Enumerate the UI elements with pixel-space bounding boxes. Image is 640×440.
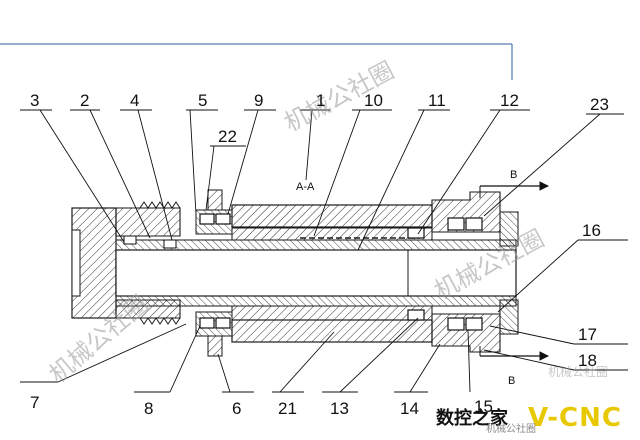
part-number: 5: [198, 91, 207, 110]
part-number: 12: [500, 91, 519, 110]
part-number: 3: [30, 91, 39, 110]
spindle-shaft: [115, 227, 517, 321]
part-number: 22: [218, 127, 237, 146]
view-b-label-top: B: [510, 169, 517, 181]
part-number: 21: [278, 399, 297, 418]
bearings: [123, 213, 483, 331]
leader-lines: [20, 109, 628, 393]
footer-logo: 数控之家 V-CNC 机械公社圈: [436, 403, 622, 435]
logo-caption: 机械公社圈: [486, 422, 536, 435]
part-number: 4: [130, 91, 139, 110]
part-number: 8: [144, 399, 153, 418]
part-number: 2: [80, 91, 89, 110]
part-numbers-bottom: 7 8 6 21 13 14 15: [30, 393, 493, 418]
part-number: 9: [254, 91, 263, 110]
view-b-label-bottom: B: [508, 375, 515, 387]
part-number: 13: [330, 399, 349, 418]
logo-right-text: V-CNC: [528, 403, 622, 433]
part-number: 6: [232, 399, 241, 418]
part-number: 1: [316, 91, 325, 110]
part-number: 16: [582, 221, 601, 240]
part-numbers-right: 16 17 18: [578, 221, 601, 370]
section-label: A-A: [296, 181, 315, 193]
view-b-top: B: [479, 169, 549, 198]
part-number: 10: [364, 91, 383, 110]
part-number: 18: [578, 351, 597, 370]
part-number: 11: [428, 91, 446, 110]
part-number: 15: [474, 397, 493, 416]
watermark-4: 机械公社圈: [548, 364, 608, 379]
logo-left-text: 数控之家: [436, 407, 509, 429]
part-number: 7: [30, 393, 39, 412]
view-b-bottom: B: [479, 346, 549, 387]
part-numbers-top: 3 2 4 5 9 22 1 10 11 12 23: [30, 91, 609, 146]
part-number: 23: [590, 95, 609, 114]
part-number: 17: [578, 325, 597, 344]
drawing-frame: [0, 43, 513, 80]
part-number: 14: [400, 399, 419, 418]
